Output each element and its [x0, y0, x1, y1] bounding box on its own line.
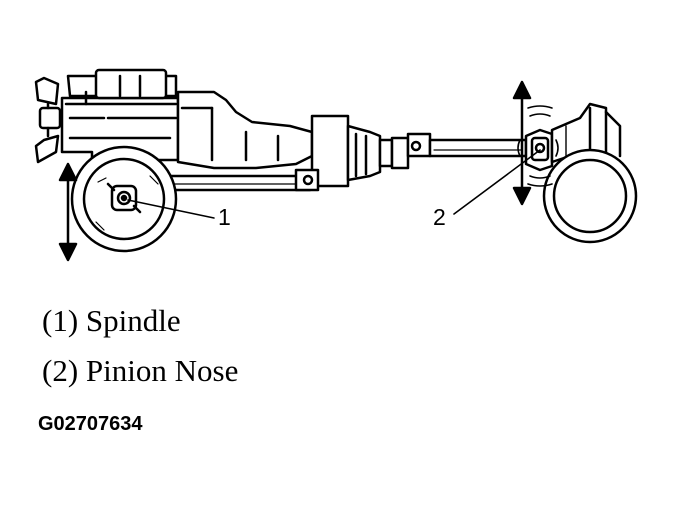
rear-axle	[524, 102, 638, 244]
pinion-nose-icon	[530, 136, 550, 162]
drivetrain-illustration	[34, 68, 638, 262]
legend-item-pinion-nose: (2) Pinion Nose	[42, 353, 239, 388]
leader-line-2	[453, 149, 541, 215]
transfer-case-icon	[310, 114, 394, 188]
engine-icon	[60, 68, 180, 162]
motion-lines	[517, 105, 559, 187]
double-arrow-icon	[58, 162, 78, 262]
transmission-icon	[176, 90, 314, 170]
double-arrow-icon	[512, 80, 532, 206]
callout-1: 1	[218, 204, 231, 230]
spindle-icon	[106, 182, 142, 214]
callout-2: 2	[433, 204, 446, 230]
legend-item-spindle: (1) Spindle	[42, 303, 181, 338]
leader-line-1	[127, 199, 215, 219]
rear-driveshaft	[390, 132, 528, 170]
figure-id: G02707634	[38, 413, 143, 435]
fan-icon	[34, 76, 62, 164]
front-wheel	[70, 145, 178, 253]
